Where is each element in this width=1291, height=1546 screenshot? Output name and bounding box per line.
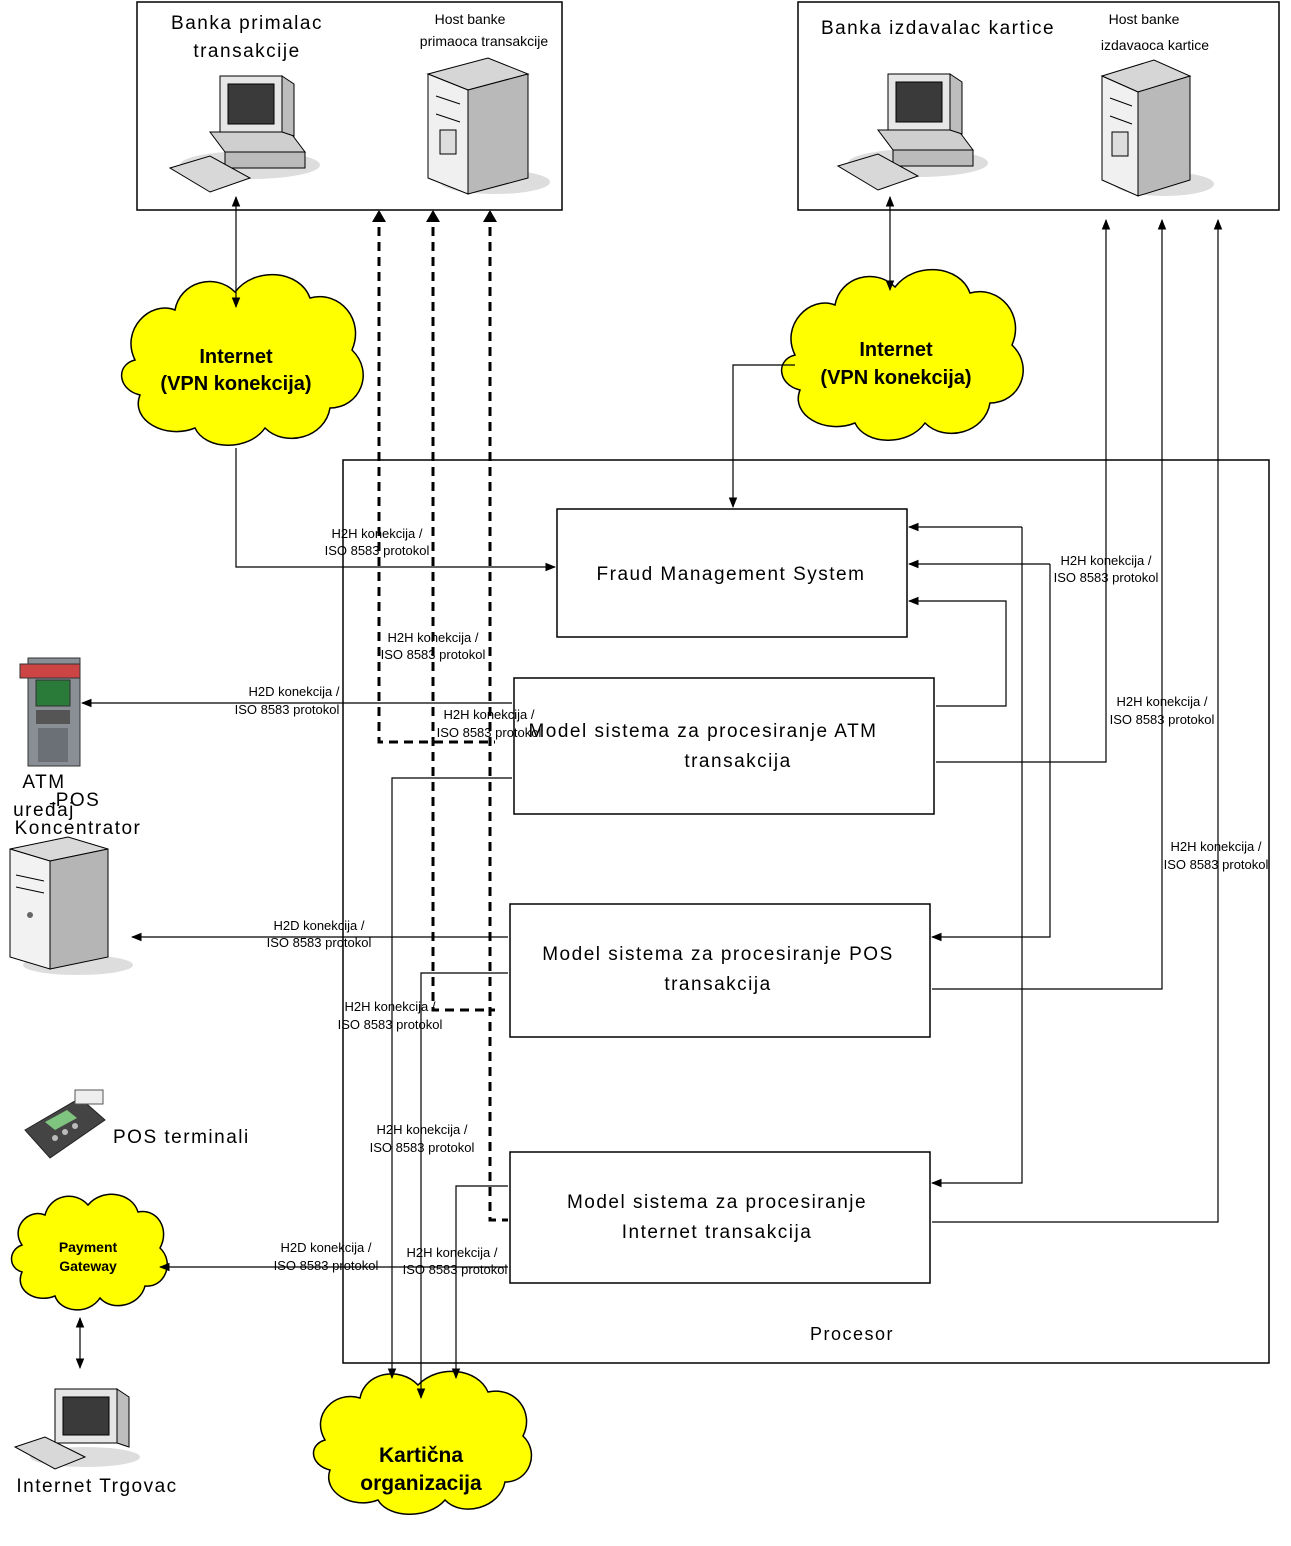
internet-system-label-2: Internet transakcija [622, 1222, 813, 1243]
acquirer-bank-title: Banka primalac [171, 13, 323, 34]
internet-processing-box: Model sistema za procesiranje Internet t… [509, 1151, 931, 1284]
protocol-label: ISO 8583 protokol [267, 935, 372, 950]
h2h-label: H2H konekcija / [1170, 839, 1261, 854]
atm-device-label: ATM [22, 772, 65, 793]
cloud-label: Gateway [59, 1258, 117, 1274]
issuer-bank-title: Banka izdavalac kartice [821, 18, 1055, 39]
atm-machine-icon [19, 657, 81, 767]
internet-merchant-label: Internet Trgovac [16, 1476, 177, 1497]
acquirer-host-label-2: primaoca transakcije [420, 33, 549, 49]
acquirer-bank-title-2: transakcije [193, 41, 300, 62]
protocol-label: ISO 8583 protokol [235, 702, 340, 717]
cloud-label: Kartična [379, 1444, 463, 1467]
workstation-icon [168, 75, 320, 193]
protocol-label: ISO 8583 protokol [274, 1258, 379, 1273]
pos-system-label-2: transakcija [664, 974, 771, 995]
server-icon [1100, 59, 1214, 197]
cloud-label: (VPN konekcija) [820, 367, 971, 389]
pos-concentrator-label: POS [56, 790, 101, 811]
pos-processing-box: Model sistema za procesiranje POS transa… [509, 903, 931, 1038]
protocol-label: ISO 8583 protokol [1054, 570, 1159, 585]
protocol-label: ISO 8583 protokol [338, 1017, 443, 1032]
atm-processing-box: Model sistema za procesiranje ATM transa… [513, 677, 935, 815]
processor-label: Procesor [810, 1324, 894, 1344]
h2h-label: H2H konekcija / [1116, 694, 1207, 709]
cloud-label: (VPN konekcija) [160, 373, 311, 395]
h2h-label: H2H konekcija / [331, 526, 422, 541]
server-icon [426, 57, 550, 195]
workstation-icon [13, 1388, 140, 1470]
server-icon [9, 836, 133, 975]
cloud-label: Internet [859, 339, 933, 361]
protocol-label: ISO 8583 protokol [370, 1140, 475, 1155]
connection-labels: H2H konekcija / ISO 8583 protokol H2H ko… [235, 526, 1269, 1277]
h2h-label: H2H konekcija / [344, 999, 435, 1014]
issuer-host-label-2: izdavaoca kartice [1101, 37, 1209, 53]
cloud-label: Payment [59, 1239, 118, 1255]
protocol-label: ISO 8583 protokol [437, 725, 542, 740]
atm-system-label: Model sistema za procesiranje ATM [528, 721, 877, 742]
acquirer-host-label: Host banke [435, 11, 506, 27]
h2h-label: H2H konekcija / [376, 1122, 467, 1137]
fraud-management-box: Fraud Management System [556, 508, 908, 638]
protocol-label: ISO 8583 protokol [403, 1262, 508, 1277]
h2h-label: H2H konekcija / [443, 707, 534, 722]
protocol-label: ISO 8583 protokol [1110, 712, 1215, 727]
h2d-label: H2D konekcija / [248, 684, 339, 699]
h2d-label: H2D konekcija / [280, 1240, 371, 1255]
acquirer-bank: Banka primalac transakcije Host banke pr… [136, 1, 563, 211]
cloud-label: Internet [199, 346, 273, 368]
protocol-label: ISO 8583 protokol [1164, 857, 1269, 872]
atm-device-label-2: uređaj [13, 800, 75, 821]
internet-system-label: Model sistema za procesiranje [567, 1192, 867, 1213]
protocol-label: ISO 8583 protokol [381, 647, 486, 662]
h2h-label: H2H konekcija / [406, 1245, 497, 1260]
internet-cloud-left: Internet (VPN konekcija) [120, 273, 364, 446]
payment-gateway-cloud: Payment Gateway [10, 1193, 168, 1311]
workstation-icon [836, 73, 988, 191]
h2h-label: H2H konekcija / [1060, 553, 1151, 568]
pos-terminals-label: POS terminali [113, 1127, 250, 1148]
cloud-label: organizacija [360, 1472, 482, 1495]
h2d-label: H2D konekcija / [273, 918, 364, 933]
pos-concentrator-label-2: Koncentrator [15, 818, 142, 839]
fraud-label: Fraud Management System [597, 564, 866, 585]
card-organization-cloud: Kartična organizacija [312, 1370, 533, 1515]
issuer-bank: Banka izdavalac kartice Host banke izdav… [797, 1, 1280, 211]
atm-system-label-2: transakcija [684, 751, 791, 772]
issuer-host-label: Host banke [1109, 11, 1180, 27]
internet-cloud-right: Internet (VPN konekcija) [780, 268, 1024, 441]
pos-terminal-icon [24, 1089, 106, 1159]
pos-system-label: Model sistema za procesiranje POS [542, 944, 894, 965]
h2h-label: H2H konekcija / [387, 630, 478, 645]
protocol-label: ISO 8583 protokol [325, 543, 430, 558]
